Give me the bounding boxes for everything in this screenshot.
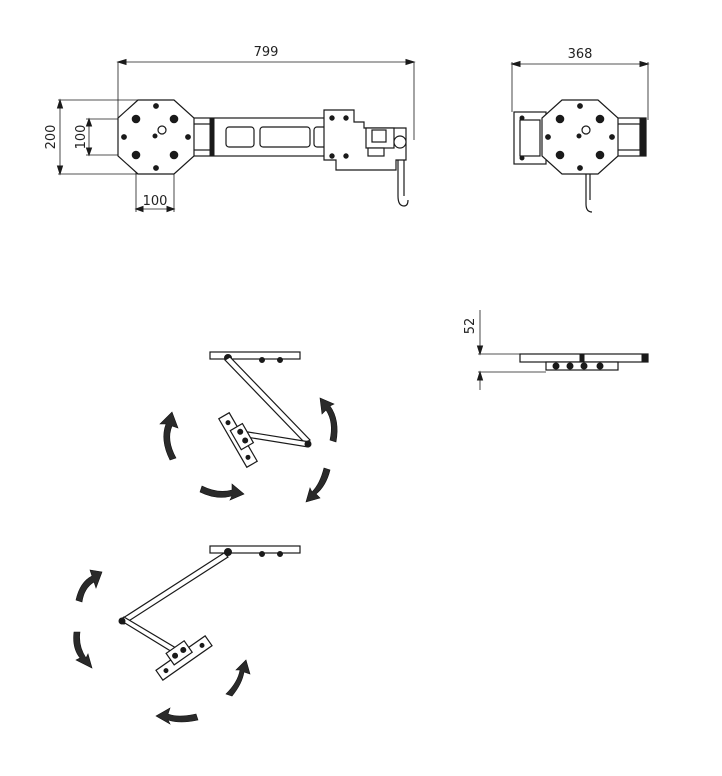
profile-view: 52 [463, 310, 649, 390]
rotate-arrow-bottom-right [305, 467, 331, 503]
rotate-arrow-right [319, 397, 338, 443]
rotate-arrow-upper-left [75, 569, 103, 603]
dim-label-200: 200 [44, 125, 59, 150]
dim-label-100-vertical: 100 [74, 125, 89, 150]
dim-label-52: 52 [463, 318, 478, 335]
dim-label-368: 368 [568, 47, 593, 62]
dim-overall-width: 799 [116, 45, 416, 140]
front-view: 799 200 100 100 [44, 45, 416, 213]
rotate-arrow-bottom-lower [155, 707, 199, 725]
dim-label-100-horizontal: 100 [143, 194, 168, 209]
articulation-view-upper [159, 351, 338, 503]
dim-plate-height: 200 [44, 98, 160, 176]
rotate-arrow-bottom [199, 483, 245, 501]
rotate-arrow-bottom-right-lower [225, 659, 251, 697]
rotate-arrow-left [73, 631, 93, 669]
ceiling-plate-upper [209, 351, 301, 360]
side-view: 368 [510, 47, 650, 213]
dim-label-799: 799 [254, 45, 279, 60]
dim-right-width: 368 [510, 47, 650, 120]
ceiling-plate-lower [209, 545, 301, 554]
dim-profile-depth: 52 [463, 310, 546, 390]
cable-hook [397, 160, 409, 207]
rotate-arrow-up-left [159, 411, 179, 461]
articulation-view-lower [73, 545, 301, 725]
